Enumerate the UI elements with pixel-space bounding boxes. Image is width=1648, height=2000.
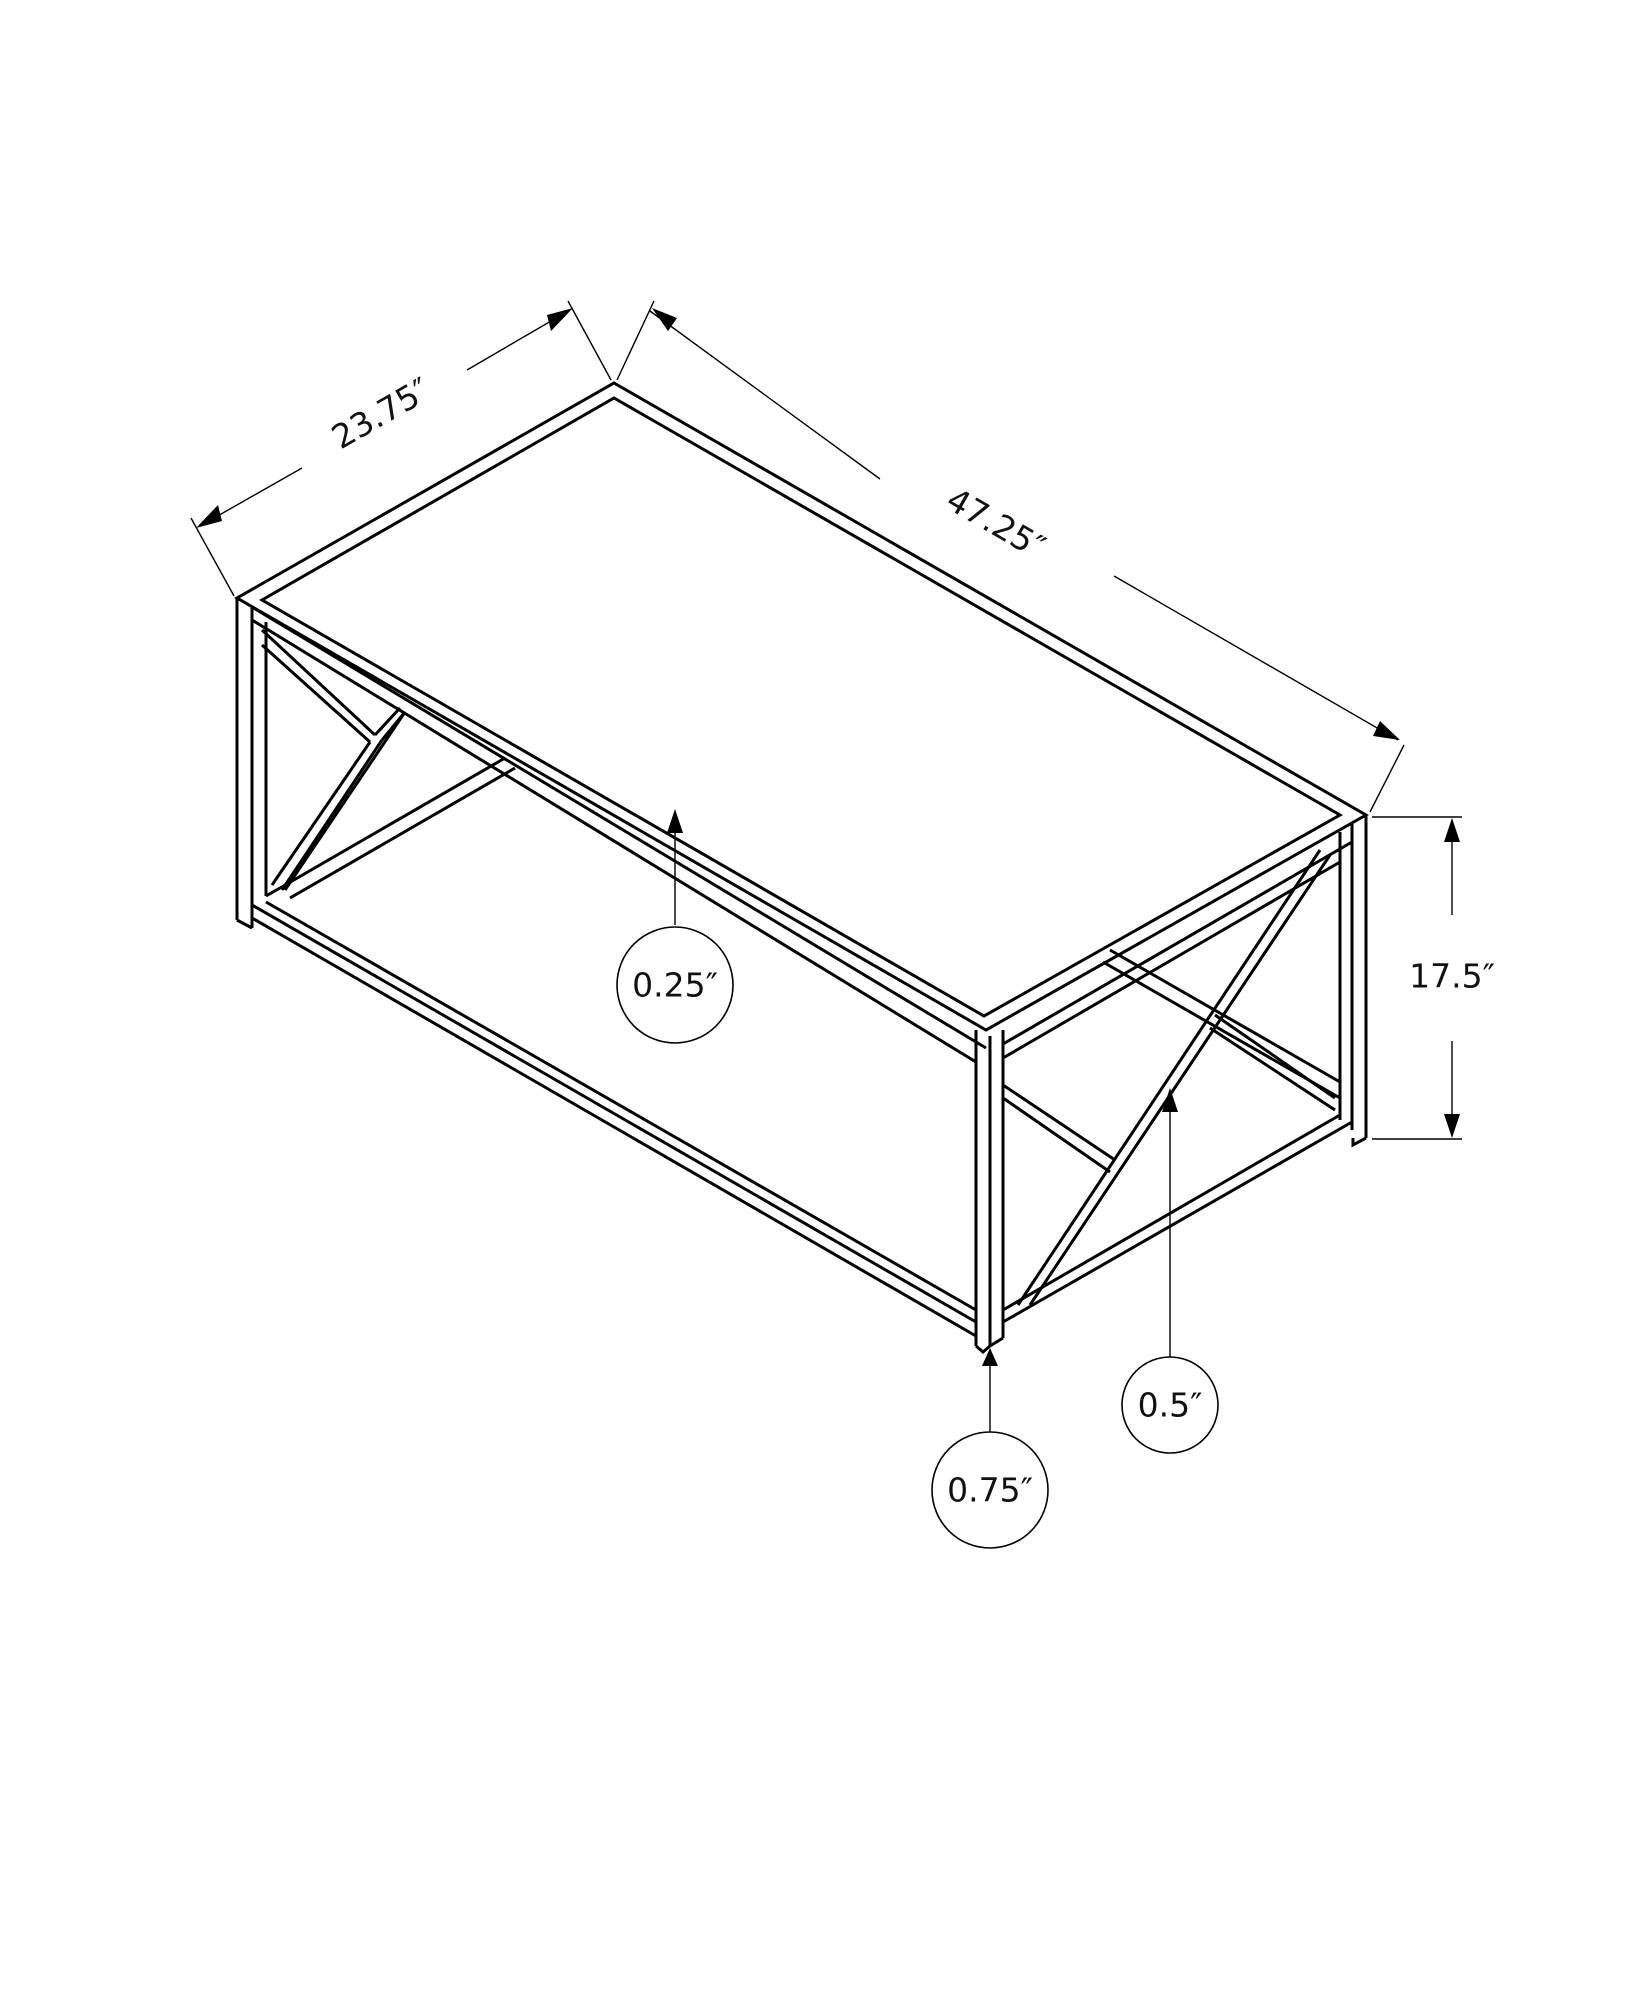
length-arrow-bottom (1373, 721, 1400, 740)
left-rail-lower-edge (251, 605, 987, 1050)
tabletop-outer-edge (233, 381, 1370, 1032)
length-extension-bottom (1369, 744, 1405, 813)
callout-top-thickness-label: 0.25″ (632, 966, 718, 1005)
dimension-lines (190, 300, 1462, 1140)
callout-leg-width-arrow (982, 1348, 998, 1366)
callout-brace-width: 0.5″ (1121, 1088, 1219, 1454)
callout-top-thickness-circle (616, 926, 734, 1044)
callout-top-thickness: 0.25″ (616, 809, 734, 1044)
callout-leg-width: 0.75″ (931, 1348, 1049, 1549)
callout-leg-width-label: 0.75″ (947, 1471, 1033, 1510)
right-x-brace (1016, 849, 1322, 1306)
height-dimension (1372, 816, 1462, 1140)
length-dimension-line-b (1113, 575, 1399, 741)
width-arrow-left (196, 505, 222, 528)
width-label: 23.75″ (325, 370, 437, 457)
width-dimension (190, 300, 612, 597)
length-dimension (616, 300, 1405, 813)
tabletop-inner-edge (258, 396, 1344, 1018)
length-dimension-line-a (649, 310, 881, 480)
callout-top-thickness-arrow (667, 809, 683, 833)
width-arrow-right (547, 308, 573, 331)
callout-brace-width-circle (1121, 1356, 1219, 1454)
length-arrow-top (652, 308, 677, 331)
height-arrow-top (1444, 818, 1460, 842)
table-frame (233, 381, 1370, 1354)
width-extension-left (190, 517, 235, 597)
height-arrow-bottom (1444, 1114, 1460, 1138)
bottom-right-rail (1002, 1120, 1353, 1324)
height-label: 17.5″ (1409, 957, 1495, 996)
width-extension-right (567, 300, 612, 381)
length-label: 47.25″ (940, 480, 1052, 567)
length-extension-top (616, 300, 655, 381)
callout-brace-width-label: 0.5″ (1138, 1386, 1203, 1425)
callout-brace-width-arrow (1162, 1088, 1178, 1112)
callout-leg-width-circle (931, 1431, 1049, 1549)
left-x-brace (260, 628, 377, 737)
bottom-front-rail (251, 903, 977, 1324)
